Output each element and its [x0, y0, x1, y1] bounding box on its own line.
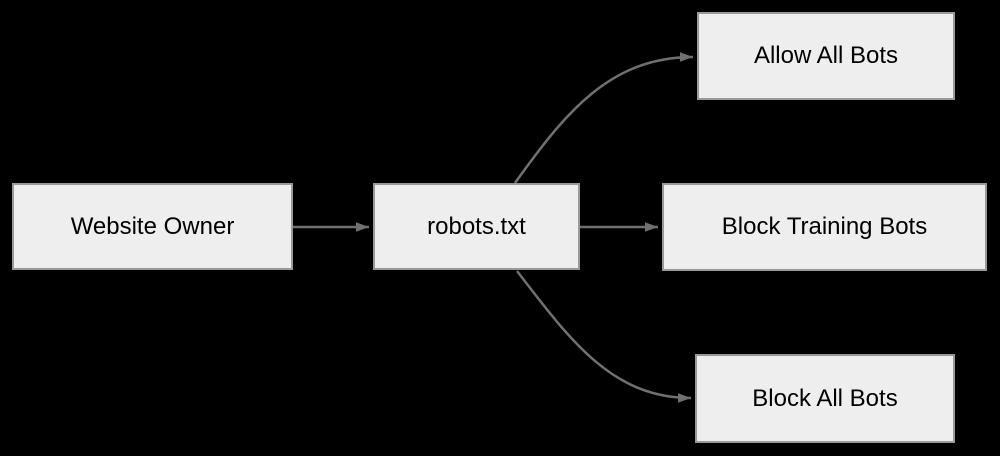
node-block-training-bots: Block Training Bots — [662, 183, 987, 271]
node-label-block-training-bots: Block Training Bots — [721, 213, 928, 240]
node-label-robots-txt: robots.txt — [427, 212, 526, 240]
edge-robots-txt-to-block-all-bots — [516, 270, 692, 403]
node-robots-txt: robots.txt — [373, 183, 580, 270]
node-label-block-all-bots: Block All Bots — [752, 384, 898, 412]
node-allow-all-bots: Allow All Bots — [697, 12, 955, 100]
node-website-owner: Website Owner — [12, 183, 293, 270]
node-label-website-owner: Website Owner — [70, 212, 235, 240]
node-block-all-bots: Block All Bots — [695, 354, 955, 443]
node-label-allow-all-bots: Allow All Bots — [753, 42, 899, 69]
edge-robots-txt-to-allow-all-bots — [513, 52, 694, 184]
